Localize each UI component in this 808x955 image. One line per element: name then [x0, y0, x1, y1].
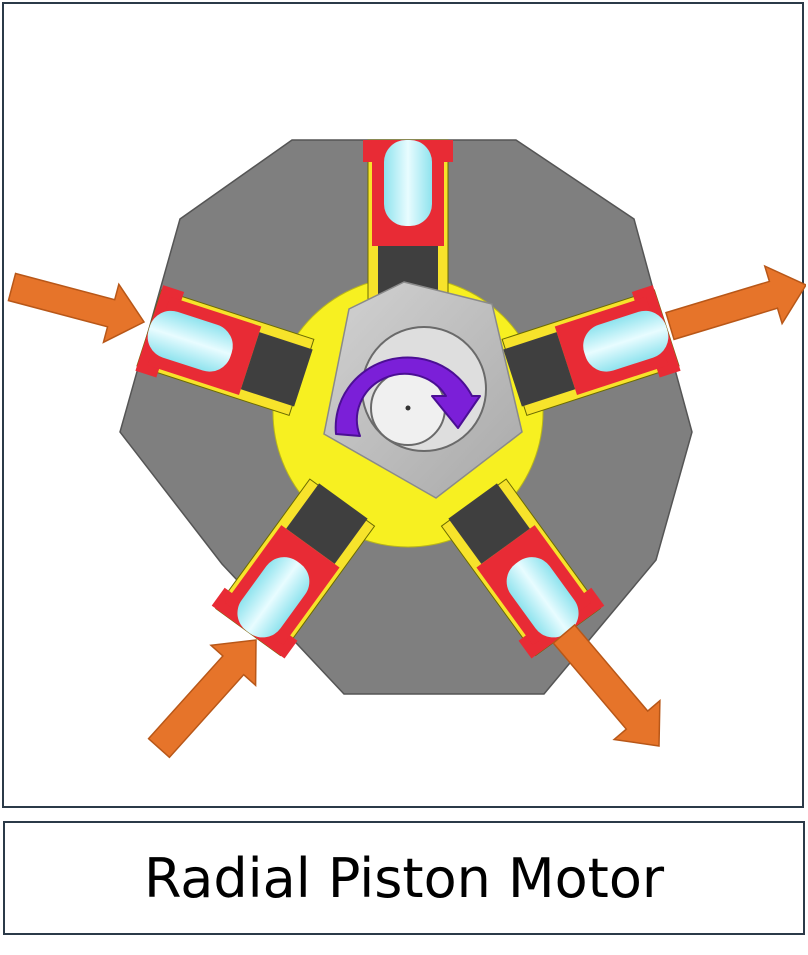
piston-rod	[286, 483, 368, 564]
flow-arrow-icon-outlet-upper-right	[665, 264, 806, 341]
diagram-frame	[2, 2, 806, 808]
piston-rod	[448, 483, 530, 564]
curved-rotation-arrow-icon	[334, 356, 481, 437]
cylinder-left	[135, 285, 315, 417]
hydraulic-fluid	[147, 310, 233, 372]
cylinder-top	[363, 139, 453, 302]
cylinder-right	[501, 285, 681, 417]
hydraulic-fluid	[583, 310, 669, 372]
radial-piston-motor-diagram	[7, 139, 806, 759]
hydraulic-fluid	[384, 140, 432, 226]
hydraulic-fluid	[506, 557, 579, 638]
caption-box: Radial Piston Motor	[3, 821, 805, 935]
shaft-center-dot	[405, 405, 411, 411]
diagram-caption: Radial Piston Motor	[143, 846, 665, 910]
hydraulic-fluid	[237, 557, 310, 638]
piston-rod	[503, 332, 576, 407]
flow-arrow-icon-inlet-upper-left	[7, 272, 146, 344]
cylinder-lower-left	[211, 478, 376, 659]
cylinder-lower-right	[440, 478, 605, 659]
flow-arrow-icon-inlet-lower-left	[147, 639, 257, 759]
piston-rod	[240, 332, 313, 407]
flow-arrow-icon-outlet-lower-right	[552, 623, 661, 747]
